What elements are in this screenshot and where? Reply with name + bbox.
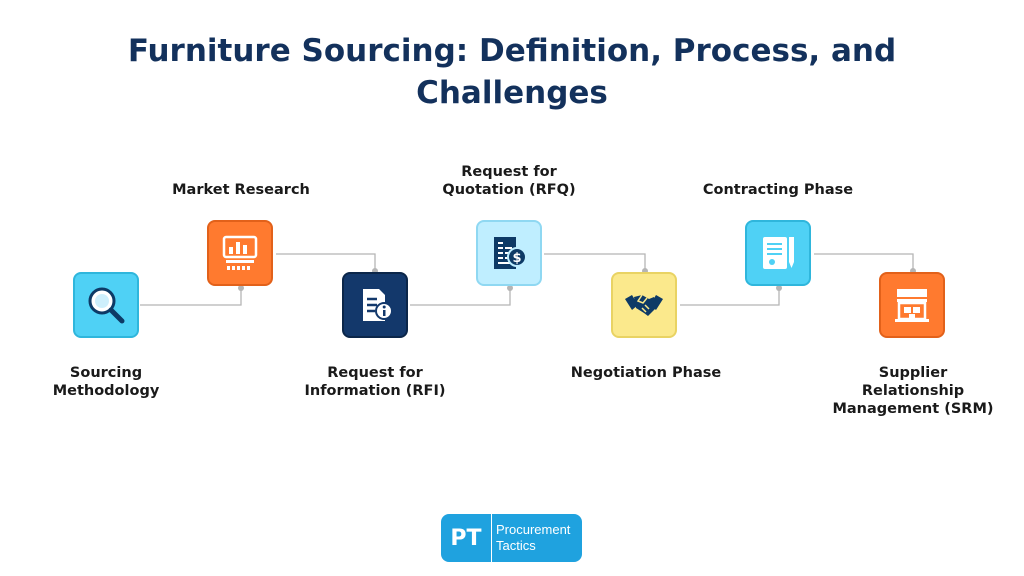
request-for-information-node xyxy=(342,272,408,338)
document-dollar-icon: $ xyxy=(494,237,527,269)
connector-dot xyxy=(238,285,244,291)
connector-2-3 xyxy=(276,253,376,271)
logo-mark: PT xyxy=(441,514,491,562)
connector-dot xyxy=(776,285,782,291)
connector-dot xyxy=(507,285,513,291)
title-line-1: Furniture Sourcing: Definition, Process,… xyxy=(127,33,897,69)
request-for-quotation-node: $ xyxy=(476,220,542,286)
contracting-phase-label: Contracting Phase xyxy=(702,182,854,198)
title-line-2: Challenges xyxy=(416,75,608,111)
contracting-phase-node xyxy=(745,220,811,286)
logo-line-2: Tactics xyxy=(496,538,536,553)
handshake-icon xyxy=(625,294,663,316)
supplier-relationship-management-node xyxy=(879,272,945,338)
page-title: Furniture Sourcing: Definition, Process,… xyxy=(0,30,1024,114)
negotiation-phase-label: Negotiation Phase xyxy=(570,365,722,381)
connector-6-7 xyxy=(814,253,914,271)
connector-4-5 xyxy=(544,253,646,271)
market-research-label: Market Research xyxy=(172,182,310,198)
request-for-information-label: Request for Information (RFI) xyxy=(304,365,446,399)
magnifier-icon xyxy=(88,287,125,324)
logo-text: Procurement Tactics xyxy=(491,514,582,562)
sourcing-methodology-label: Sourcing Methodology xyxy=(52,365,160,399)
market-research-node xyxy=(207,220,273,286)
connector-5-6 xyxy=(680,288,780,306)
procurement-tactics-logo: PT Procurement Tactics xyxy=(441,514,582,562)
svg-text:$: $ xyxy=(512,251,521,266)
supplier-relationship-management-label: Supplier Relationship Management (SRM) xyxy=(832,365,994,417)
chart-monitor-icon xyxy=(222,235,258,270)
request-for-quotation-label: Request for Quotation (RFQ) xyxy=(442,164,576,198)
document-info-icon xyxy=(363,289,393,321)
sourcing-methodology-node xyxy=(73,272,139,338)
connector-1-2 xyxy=(140,288,242,306)
logo-line-1: Procurement xyxy=(496,522,571,537)
negotiation-phase-node xyxy=(611,272,677,338)
connector-3-4 xyxy=(410,288,511,306)
contract-pen-icon xyxy=(763,237,794,269)
storefront-icon xyxy=(895,289,929,322)
